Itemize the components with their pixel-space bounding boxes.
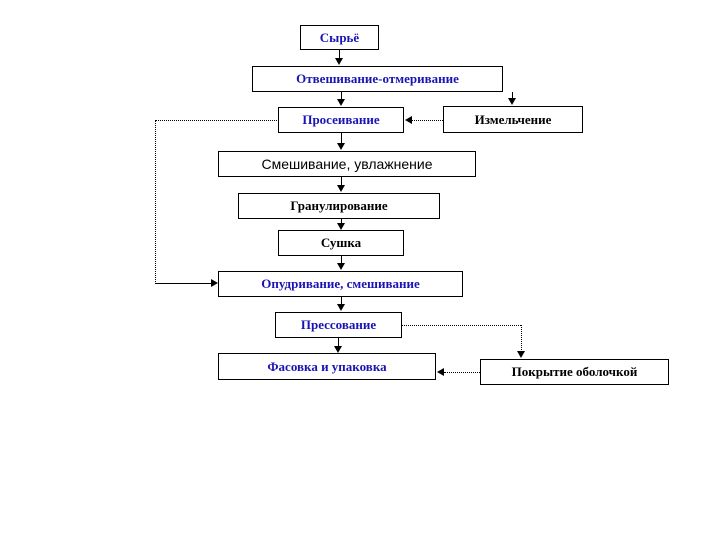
edge-otveshivanie-to-proseivanie-arrowhead [337,99,345,106]
edge-proseivanie-to-smeshivanie-arrowhead [337,143,345,150]
node-pressovanie-label: Прессование [300,317,377,333]
node-otveshivanie-otmerivanie[interactable]: Отвешивание-отмеривание [252,66,503,92]
edge-pressovanie-to-pokrytie-vertical-segment [521,325,522,352]
edge-syre-to-otveshivanie-arrowhead [335,58,343,65]
edge-pokrytie-to-fasovka-line [444,372,480,373]
node-proseivanie-label: Просеивание [302,112,380,128]
edge-otveshivanie-to-izmelchenie-arrowhead [508,98,516,105]
node-syre-label: Сырьё [319,29,360,45]
edge-proseivanie-feedback-arrowhead [211,279,218,287]
node-sushka[interactable]: Сушка [278,230,404,256]
node-fasovka-i-upakovka-label: Фасовка и упаковка [267,358,387,374]
edge-izmelchenie-to-proseivanie-arrowhead [405,116,412,124]
edge-otveshivanie-to-proseivanie-line [341,92,342,100]
edge-otveshivanie-to-izmelchenie-line [512,92,513,99]
node-syre[interactable]: Сырьё [300,25,379,50]
edge-proseivanie-feedback-vertical-segment [155,120,156,284]
node-opudrivanie-smeshivanie-label: Опудривание, смешивание [261,276,420,292]
node-smeshivanie-uvlazhnenie[interactable]: Смешивание, увлажнение [218,151,476,177]
edge-proseivanie-to-smeshivanie-line [341,133,342,144]
node-opudrivanie-smeshivanie[interactable]: Опудривание, смешивание [218,271,463,297]
edge-pokrytie-to-fasovka-arrowhead [437,368,444,376]
node-otveshivanie-otmerivanie-label: Отвешивание-отмеривание [296,71,459,87]
node-izmelchenie[interactable]: Измельчение [443,106,583,133]
node-pokrytie-obolochkoy-label: Покрытие оболочкой [511,364,638,380]
edge-smeshivanie-to-granulirovanie-line [341,177,342,186]
edge-proseivanie-feedback-bottom-segment [155,283,211,284]
node-granulirovanie-label: Гранулирование [290,198,388,214]
edge-granulirovanie-to-sushka-line [341,219,342,224]
node-pressovanie[interactable]: Прессование [275,312,402,338]
edge-syre-to-otveshivanie-line [339,50,340,59]
edge-granulirovanie-to-sushka-arrowhead [337,223,345,230]
edge-pressovanie-to-fasovka-arrowhead [334,346,342,353]
node-sushka-label: Сушка [320,235,362,251]
edge-opudrivanie-to-pressovanie-line [341,297,342,305]
edge-sushka-to-opudrivanie-arrowhead [337,263,345,270]
edge-smeshivanie-to-granulirovanie-arrowhead [337,185,345,192]
node-smeshivanie-uvlazhnenie-label: Смешивание, увлажнение [261,155,433,172]
edge-pressovanie-to-pokrytie-arrowhead [517,351,525,358]
edge-izmelchenie-to-proseivanie-line [412,120,443,121]
edge-sushka-to-opudrivanie-line [341,256,342,264]
edge-proseivanie-feedback-top-segment [155,120,279,121]
edge-pressovanie-to-fasovka-line [338,338,339,347]
edge-opudrivanie-to-pressovanie-arrowhead [337,304,345,311]
node-proseivanie[interactable]: Просеивание [278,107,404,133]
node-pokrytie-obolochkoy[interactable]: Покрытие оболочкой [480,359,669,385]
edge-pressovanie-to-pokrytie-horizontal-segment [402,325,521,326]
node-fasovka-i-upakovka[interactable]: Фасовка и упаковка [218,353,436,380]
node-granulirovanie[interactable]: Гранулирование [238,193,440,219]
node-izmelchenie-label: Измельчение [474,111,552,127]
